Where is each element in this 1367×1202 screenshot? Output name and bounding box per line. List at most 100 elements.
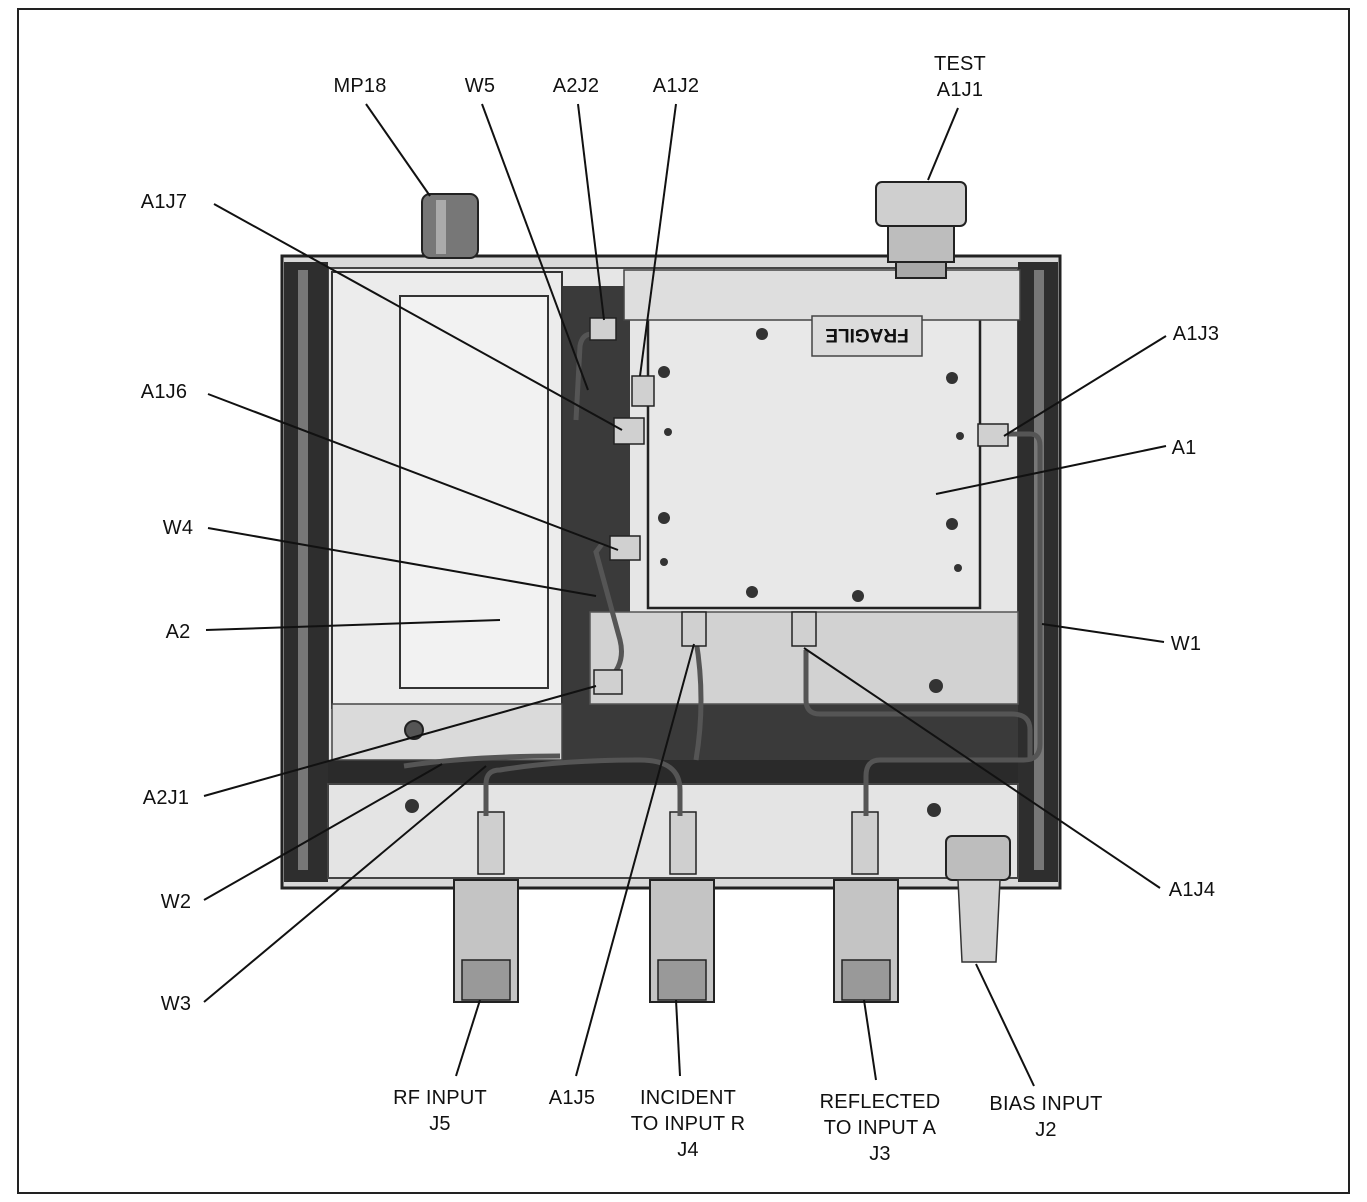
a1-screw <box>946 372 958 384</box>
cable-w1 <box>863 431 1043 816</box>
label-j2: J2 <box>1035 1119 1057 1141</box>
leader-a2j1 <box>203 685 597 797</box>
rf-input-connector-upper <box>477 811 505 875</box>
bias-input-connector-cap <box>957 879 1001 963</box>
cable-a1j4-loop <box>803 650 1033 760</box>
leader-a2 <box>205 619 501 631</box>
leader-test <box>927 107 959 181</box>
leader-w1 <box>1041 623 1165 643</box>
a1j4-sma <box>791 611 817 647</box>
label-j5: J5 <box>429 1113 451 1135</box>
label-bias-input: BIAS INPUT <box>989 1093 1102 1115</box>
bias-input-connector-nut <box>945 835 1011 881</box>
a1-module: FRAGILE <box>405 269 1021 817</box>
label-a2: A2 <box>166 621 191 643</box>
label-a1j6: A1J6 <box>141 381 187 403</box>
a1-screw <box>746 586 758 598</box>
rf-input-connector <box>453 811 519 1003</box>
label-w2: W2 <box>161 891 191 913</box>
a1j2-sma <box>631 375 655 407</box>
lower-dark-strip <box>560 700 1018 760</box>
label-a1j2: A1J2 <box>653 75 699 97</box>
leader-incident <box>675 999 681 1077</box>
incident-connector <box>649 811 715 1003</box>
leader-rf-input <box>455 999 481 1077</box>
test-connector <box>875 181 967 279</box>
leader-bias-input <box>975 963 1035 1087</box>
label-a2j2: A2J2 <box>553 75 599 97</box>
label-w3: W3 <box>161 993 191 1015</box>
label-j4: J4 <box>677 1139 699 1161</box>
rf-input-connector-tip <box>461 959 511 1001</box>
a1-dot <box>664 428 672 436</box>
label-a1j5: A1J5 <box>549 1087 595 1109</box>
leader-w2 <box>203 763 443 901</box>
label-a2j1: A2J1 <box>143 787 189 809</box>
bias-input-connector <box>945 835 1011 963</box>
test-connector-base <box>895 261 947 279</box>
label-j3: J3 <box>869 1143 891 1165</box>
a1-screw <box>946 518 958 530</box>
fragile-sticker-text: FRAGILE <box>825 324 908 345</box>
a1-screw <box>405 799 419 813</box>
a1-dot <box>660 558 668 566</box>
label-w5: W5 <box>465 75 495 97</box>
leader-a1j4 <box>803 647 1161 889</box>
label-to-input-r: TO INPUT R <box>631 1113 746 1135</box>
label-w4: W4 <box>163 517 193 539</box>
a1-dot <box>956 432 964 440</box>
test-connector-body <box>887 225 955 263</box>
a1-screw <box>927 803 941 817</box>
leader-a1j5 <box>575 643 695 1077</box>
reflected-connector <box>833 811 899 1003</box>
incident-connector-upper <box>669 811 697 875</box>
leader-a1j2 <box>639 103 677 377</box>
leader-reflected <box>863 999 877 1081</box>
label-a1: A1 <box>1172 437 1197 459</box>
a1-screw <box>756 328 768 340</box>
label-a1j7: A1J7 <box>141 191 187 213</box>
label-test: TEST <box>934 53 986 75</box>
mp18-knob-cap <box>421 193 479 259</box>
a1-screw <box>929 679 943 693</box>
label-incident: INCIDENT <box>640 1087 736 1109</box>
a1-screws <box>405 328 964 817</box>
reflected-connector-upper <box>851 811 879 875</box>
a2j1-sma <box>593 669 623 695</box>
a2-screw <box>404 720 424 740</box>
a1j3-sma <box>977 423 1009 447</box>
a1-top-plate <box>623 269 1021 321</box>
leader-a1j3 <box>1003 335 1167 437</box>
a1j7-sma <box>613 417 645 445</box>
fragile-sticker <box>811 315 923 357</box>
leader-w3 <box>203 765 487 1003</box>
a1-dot <box>954 564 962 572</box>
incident-connector-tip <box>657 959 707 1001</box>
label-w1: W1 <box>1171 633 1201 655</box>
label-mp18: MP18 <box>333 75 386 97</box>
sma-connectors <box>589 317 1009 695</box>
a2-base <box>331 703 563 761</box>
a1-screw <box>852 590 864 602</box>
leader-a1 <box>935 445 1167 495</box>
leader-w5 <box>481 103 589 391</box>
label-reflected: REFLECTED <box>820 1091 941 1113</box>
test-connector-nut <box>875 181 967 227</box>
front-connectors <box>453 811 1011 1003</box>
callout-labels: MP18 W5 A2J2 A1J2 TEST A1J1 A1J7 A1J3 A1… <box>141 53 1219 1165</box>
label-a1j3: A1J3 <box>1173 323 1219 345</box>
label-rf-input: RF INPUT <box>393 1087 487 1109</box>
left-side-wall-highlight <box>298 270 308 870</box>
cable-w3 <box>483 757 683 816</box>
a2j2-sma <box>589 317 617 341</box>
leader-w4 <box>207 527 597 597</box>
label-to-input-a: TO INPUT A <box>824 1117 937 1139</box>
leader-a1j7 <box>213 203 623 431</box>
leader-mp18 <box>365 103 431 197</box>
a2-module <box>331 271 563 761</box>
mp18-knob-highlight <box>436 200 446 254</box>
cable-w2 <box>403 753 561 769</box>
mp18-knob <box>421 193 479 259</box>
a1-screw <box>658 512 670 524</box>
